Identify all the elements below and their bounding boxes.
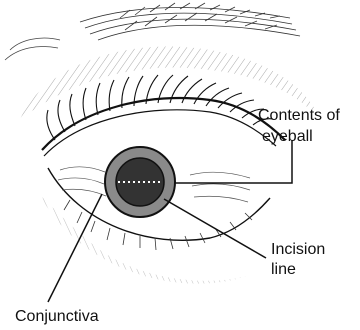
contents-label-line2: eyeball: [262, 128, 313, 145]
incision-leader: [164, 199, 266, 258]
contents-leader: [175, 140, 292, 183]
contents-label-line1: Contents of: [258, 107, 340, 124]
conjunctiva-label: Conjunctiva: [15, 308, 99, 325]
eyebrow: [80, 3, 300, 40]
incision-label-line1: Incision: [271, 241, 325, 258]
incision-label-line2: line: [271, 261, 296, 278]
